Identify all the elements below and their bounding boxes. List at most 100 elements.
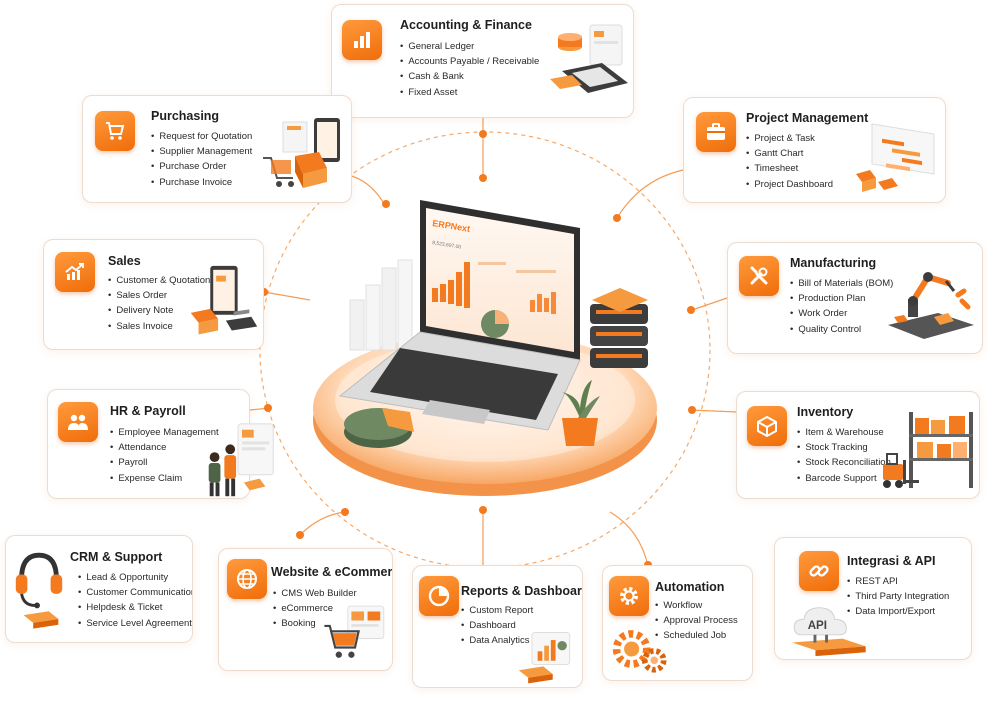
module-title: Sales	[108, 254, 141, 268]
module-card-inventory[interactable]: Inventory Item & Warehouse Stock Trackin…	[736, 391, 980, 499]
employees-illustration	[208, 423, 274, 497]
module-item[interactable]: Booking	[273, 616, 357, 631]
module-item[interactable]: Third Party Integration	[847, 589, 949, 604]
module-item[interactable]: Supplier Management	[151, 144, 252, 159]
pie-chart-icon	[419, 576, 459, 616]
module-title: Inventory	[797, 405, 854, 419]
tools-icon	[739, 256, 779, 296]
module-item[interactable]: Data Analytics	[461, 633, 533, 648]
module-item[interactable]: Request for Quotation	[151, 129, 252, 144]
module-item[interactable]: Lead & Opportunity	[78, 570, 192, 585]
module-item[interactable]: Customer Communication	[78, 585, 192, 600]
module-item[interactable]: Delivery Note	[108, 303, 210, 318]
module-title: Purchasing	[151, 109, 220, 123]
module-item[interactable]: REST API	[847, 574, 949, 589]
module-item[interactable]: Payroll	[110, 455, 219, 470]
connector-project	[616, 169, 684, 219]
module-list: Item & Warehouse Stock Tracking Stock Re…	[797, 425, 891, 486]
module-item[interactable]: Accounts Payable / Receivable	[400, 54, 539, 69]
module-card-integration[interactable]: Integrasi & API REST API Third Party Int…	[774, 537, 972, 660]
connector-sales	[263, 291, 311, 301]
module-title: Reports & Dashboards	[461, 584, 583, 598]
gear-icon	[609, 576, 649, 616]
module-title: HR & Payroll	[110, 404, 186, 418]
module-item[interactable]: Purchase Invoice	[151, 175, 252, 190]
screen-sub-value: 8,523,697.00	[432, 240, 462, 251]
module-item[interactable]: Attendance	[110, 440, 219, 455]
module-item[interactable]: Customer & Quotation	[108, 273, 210, 288]
module-item[interactable]: Project Dashboard	[746, 177, 833, 192]
robot-arm-illustration	[888, 272, 974, 339]
module-item[interactable]: Project & Task	[746, 131, 833, 146]
module-list: REST API Third Party Integration Data Im…	[847, 574, 949, 620]
module-card-accounting[interactable]: Accounting & Finance General Ledger Acco…	[331, 4, 634, 118]
module-item[interactable]: Scheduled Job	[655, 628, 738, 643]
module-item[interactable]: Service Level Agreement	[78, 616, 192, 631]
module-list: Lead & Opportunity Customer Communicatio…	[78, 570, 192, 631]
module-item[interactable]: Work Order	[790, 306, 893, 321]
module-item[interactable]: Expense Claim	[110, 471, 219, 486]
connector-manufacturing	[691, 297, 728, 311]
module-item[interactable]: Workflow	[655, 598, 738, 613]
module-item[interactable]: Item & Warehouse	[797, 425, 891, 440]
module-item[interactable]: Sales Invoice	[108, 319, 210, 334]
module-item[interactable]: Bill of Materials (BOM)	[790, 276, 893, 291]
module-item[interactable]: Purchase Order	[151, 159, 252, 174]
api-cloud-illustration: API	[792, 607, 866, 657]
module-card-manufacturing[interactable]: Manufacturing Bill of Materials (BOM) Pr…	[727, 242, 983, 354]
module-item[interactable]: Employee Management	[110, 425, 218, 440]
module-item[interactable]: General Ledger	[400, 39, 539, 54]
module-item[interactable]: Approval Process	[655, 613, 737, 628]
module-item[interactable]: Quality Control	[790, 322, 893, 337]
module-list: General Ledger Accounts Payable / Receiv…	[400, 39, 539, 100]
cart-boxes-illustration	[263, 118, 340, 188]
connector-purchasing	[347, 174, 386, 206]
box-icon	[747, 406, 787, 446]
link-icon	[799, 551, 839, 591]
module-item[interactable]: Custom Report	[461, 603, 533, 618]
module-item[interactable]: CMS Web Builder	[273, 586, 356, 601]
module-item[interactable]: Production Plan	[790, 291, 893, 306]
briefcase-icon	[696, 112, 736, 152]
module-list: Bill of Materials (BOM) Production Plan …	[790, 276, 893, 337]
module-list: Customer & Quotation Sales Order Deliver…	[108, 273, 210, 334]
module-card-crm[interactable]: CRM & Support Lead & Opportunity Custome…	[5, 535, 193, 643]
pie-chart-prop	[344, 408, 414, 448]
module-list: Request for Quotation Supplier Managemen…	[151, 129, 252, 190]
module-card-website[interactable]: Website & eCommerce CMS Web Builder eCom…	[218, 548, 393, 671]
module-card-sales[interactable]: Sales Customer & Quotation Sales Order D…	[43, 239, 264, 350]
module-list: Workflow Approval Process Scheduled Job	[655, 598, 738, 644]
headset-icon	[15, 552, 63, 629]
gantt-board-illustration	[856, 123, 935, 192]
module-item[interactable]: Cash & Bank	[400, 69, 539, 84]
plant-prop	[562, 380, 600, 446]
module-item[interactable]: Timesheet	[746, 161, 833, 176]
server-stack-prop	[590, 288, 648, 368]
module-list: Employee Management Attendance Payroll E…	[110, 425, 219, 486]
module-card-reports[interactable]: Reports & Dashboards Custom Report Dashb…	[412, 565, 583, 688]
module-card-project[interactable]: Project Management Project & Task Gantt …	[683, 97, 946, 203]
module-item[interactable]: Fixed Asset	[400, 85, 539, 100]
module-title: Project Management	[746, 111, 869, 125]
module-item[interactable]: Data Import/Export	[847, 604, 949, 619]
module-list: Custom Report Dashboard Data Analytics	[461, 603, 533, 649]
globe-icon	[227, 559, 267, 599]
module-title: Integrasi & API	[847, 554, 936, 568]
module-item[interactable]: Dashboard	[461, 618, 533, 633]
module-item[interactable]: Sales Order	[108, 288, 210, 303]
module-item[interactable]: Gantt Chart	[746, 146, 833, 161]
module-card-purchasing[interactable]: Purchasing Request for Quotation Supplie…	[82, 95, 352, 203]
warehouse-rack-illustration	[883, 412, 973, 488]
module-item[interactable]: eCommerce	[273, 601, 357, 616]
module-item[interactable]: Barcode Support	[797, 471, 891, 486]
module-card-automation[interactable]: Automation Workflow Approval Process Sch…	[602, 565, 753, 681]
connector-automation	[609, 511, 649, 567]
module-title: Website & eCommerce	[271, 565, 393, 579]
module-title: Accounting & Finance	[400, 18, 532, 32]
api-label: API	[808, 619, 827, 632]
module-title: Manufacturing	[790, 256, 877, 270]
module-item[interactable]: Stock Reconciliation	[797, 455, 891, 470]
module-item[interactable]: Helpdesk & Ticket	[78, 600, 192, 615]
module-item[interactable]: Stock Tracking	[797, 440, 891, 455]
